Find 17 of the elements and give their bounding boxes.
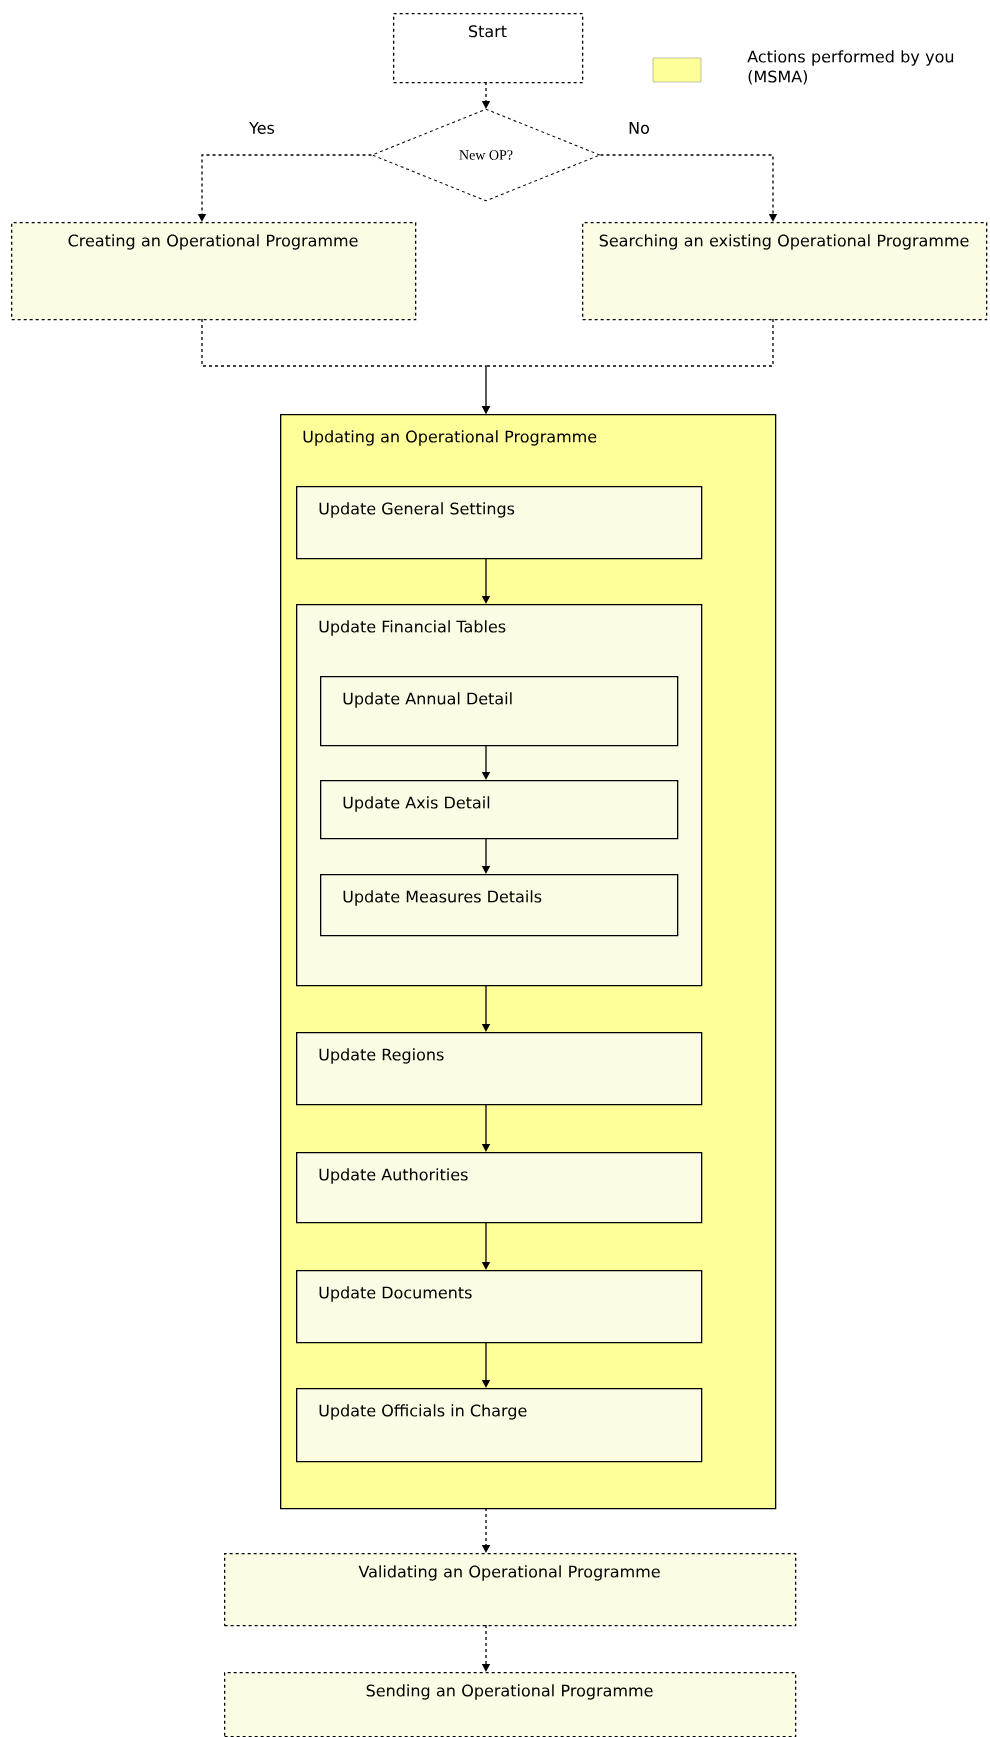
process-box: Update Officials in Charge (296, 1388, 703, 1463)
start-box: Start (393, 13, 584, 84)
process-box: Update Authorities (296, 1152, 703, 1224)
process-box: Update Axis Detail (320, 780, 679, 840)
process-box: Update Regions (296, 1032, 703, 1106)
legend-label: Actions performed by you (MSMA) (747, 50, 954, 85)
process-box: Update Documents (296, 1270, 703, 1344)
process-box: Creating an Operational Programme (11, 222, 417, 321)
edge-label: Yes (249, 122, 275, 134)
edge-label: No (629, 122, 649, 134)
process-box: Update General Settings (296, 486, 703, 560)
process-box: Searching an existing Operational Programme (582, 222, 988, 321)
process-box: Update Annual Detail (320, 676, 679, 747)
process-box: Update Measures Details (320, 874, 679, 937)
process-box: Sending an Operational Programme (224, 1672, 797, 1737)
process-box: Validating an Operational Programme (224, 1553, 797, 1627)
arrow (599, 154, 778, 222)
